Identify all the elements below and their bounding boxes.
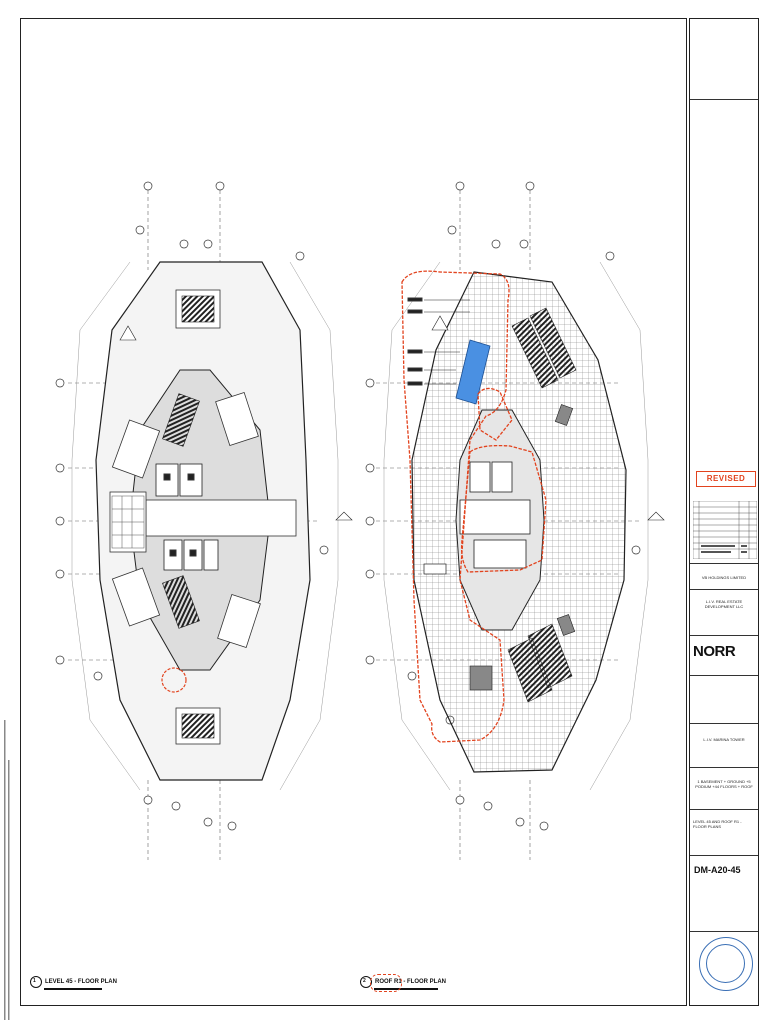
architect-logo: NORR xyxy=(693,643,736,660)
level-45-plan xyxy=(55,181,353,860)
tb-project-box xyxy=(690,723,758,767)
plan-left-number: 1 xyxy=(33,978,36,984)
tb-architect-box xyxy=(690,635,758,675)
plan-left-title: LEVEL 45 - FLOOR PLAN xyxy=(45,979,117,985)
plan-right-title-underline xyxy=(374,988,438,990)
project-scope: 1 BASEMENT + GROUND +5 PODIUM +44 FLOORS… xyxy=(695,779,753,789)
margin-notes xyxy=(4,720,10,1020)
plan-right-title: ROOF R1 - FLOOR PLAN xyxy=(375,979,446,985)
solar-panels xyxy=(507,307,577,703)
roof-caption-revision-cloud xyxy=(370,974,402,992)
revised-stamp: REVISED xyxy=(696,471,756,487)
engineer-stamp xyxy=(699,937,753,991)
revision-clouds xyxy=(401,270,547,743)
roof-r1-plan xyxy=(365,181,665,860)
plan-left-number-bubble xyxy=(30,976,42,988)
tb-developer-box xyxy=(690,589,758,635)
tb-sheet-number-box xyxy=(690,855,758,931)
project-name: L.I.V. MARINA TOWER xyxy=(703,737,745,742)
tb-client-box xyxy=(690,563,758,589)
tb-consultant-box xyxy=(690,19,758,99)
client-name: VB HOLDINGS LIMITED xyxy=(701,575,747,580)
sheet-title: LEVEL 45 AND ROOF R1 - FLOOR PLANS xyxy=(693,819,742,829)
developer-name: L.I.V. REAL ESTATE DEVELOPMENT LLC xyxy=(704,599,744,609)
tb-sheet-title-box xyxy=(690,809,758,855)
floor-plans-drawing xyxy=(4,181,665,1020)
tb-scope-box xyxy=(690,767,758,809)
grid-bubbles-left xyxy=(55,181,329,831)
tb-notes-small-box xyxy=(690,675,758,723)
plan-left-title-underline xyxy=(44,988,102,990)
tb-stamp-box xyxy=(690,931,758,1007)
pool xyxy=(455,339,491,405)
plan-right-number-bubble xyxy=(360,976,372,988)
revision-table xyxy=(693,501,757,559)
sheet-number: DM-A20-45 xyxy=(694,865,741,875)
plan-right-number: 2 xyxy=(363,978,366,984)
drawing-sheet xyxy=(20,18,687,1006)
tb-notes-box xyxy=(690,99,758,479)
title-block: REVISED VB HOLDINGS LIMITED L.I.V. REAL … xyxy=(689,18,759,1006)
